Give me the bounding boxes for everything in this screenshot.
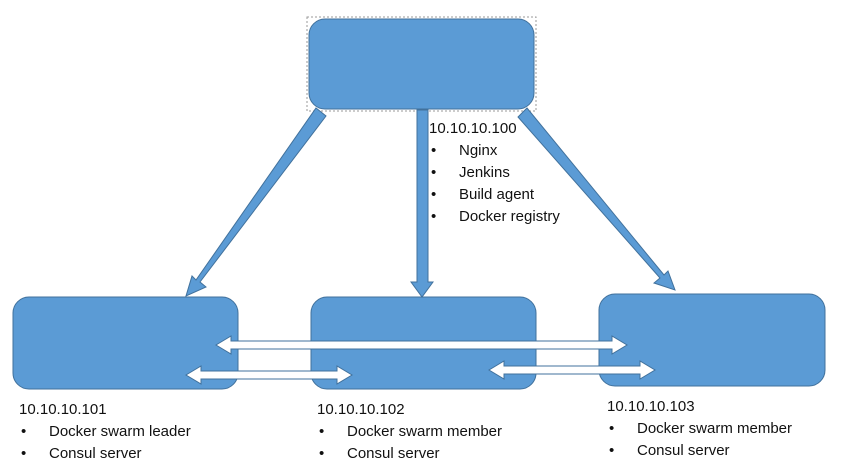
service-label: Docker swarm leader (49, 423, 191, 440)
service-label: Consul server (347, 445, 440, 462)
node-top-box (308, 18, 535, 110)
link-left-to-right (215, 335, 628, 355)
node-top-label: 10.10.10.100 • Nginx • Jenkins • Build agen… (429, 118, 560, 228)
node-left-services: • Docker swarm leader • Consul server (19, 421, 191, 465)
node-top-service: • Build agent (429, 184, 560, 206)
node-top-services: • Nginx • Jenkins • Build agent • Docker reg… (429, 140, 560, 228)
node-left-service: • Consul server (19, 443, 191, 465)
arrow-top-to-right (517, 107, 676, 291)
service-label: Docker swarm member (347, 423, 503, 440)
node-right-label: 10.10.10.103 • Docker swarm member • Consu… (607, 396, 792, 462)
bullet-icon: • (431, 164, 437, 181)
bullet-icon: • (21, 423, 27, 440)
service-label: Nginx (459, 142, 498, 159)
service-label: Consul server (49, 445, 142, 462)
node-middle-services: • Docker swarm member • Consul server (317, 421, 502, 465)
node-middle-ip: 10.10.10.102 (317, 401, 405, 418)
node-right-service: • Consul server (607, 440, 792, 462)
service-label: Jenkins (459, 164, 510, 181)
node-top-ip: 10.10.10.100 (429, 120, 517, 137)
node-right-box (598, 293, 826, 387)
node-middle-label: 10.10.10.102 • Docker swarm member • Consu… (317, 399, 502, 465)
node-middle-service: • Docker swarm member (317, 421, 502, 443)
node-left-label: 10.10.10.101 • Docker swarm leader • Consu… (19, 399, 191, 465)
service-label: Docker registry (459, 208, 560, 225)
link-middle-to-right (488, 360, 656, 380)
arrow-top-to-middle (410, 109, 434, 298)
node-right-services: • Docker swarm member • Consul server (607, 418, 792, 462)
service-label: Consul server (637, 442, 730, 459)
link-left-to-middle (185, 365, 353, 385)
node-top-service: • Nginx (429, 140, 560, 162)
node-left-service: • Docker swarm leader (19, 421, 191, 443)
node-middle-service: • Consul server (317, 443, 502, 465)
arrow-top-to-left (185, 107, 327, 297)
node-top-service: • Docker registry (429, 206, 560, 228)
bullet-icon: • (431, 208, 437, 225)
bullet-icon: • (319, 423, 325, 440)
bullet-icon: • (431, 186, 437, 203)
service-label: Docker swarm member (637, 420, 793, 437)
service-label: Build agent (459, 186, 535, 203)
node-right-service: • Docker swarm member (607, 418, 792, 440)
bullet-icon: • (319, 445, 325, 462)
node-left-ip: 10.10.10.101 (19, 401, 107, 418)
node-right-ip: 10.10.10.103 (607, 398, 695, 415)
bullet-icon: • (21, 445, 27, 462)
bullet-icon: • (609, 442, 615, 459)
node-top-service: • Jenkins (429, 162, 560, 184)
bullet-icon: • (609, 420, 615, 437)
bullet-icon: • (431, 142, 437, 159)
